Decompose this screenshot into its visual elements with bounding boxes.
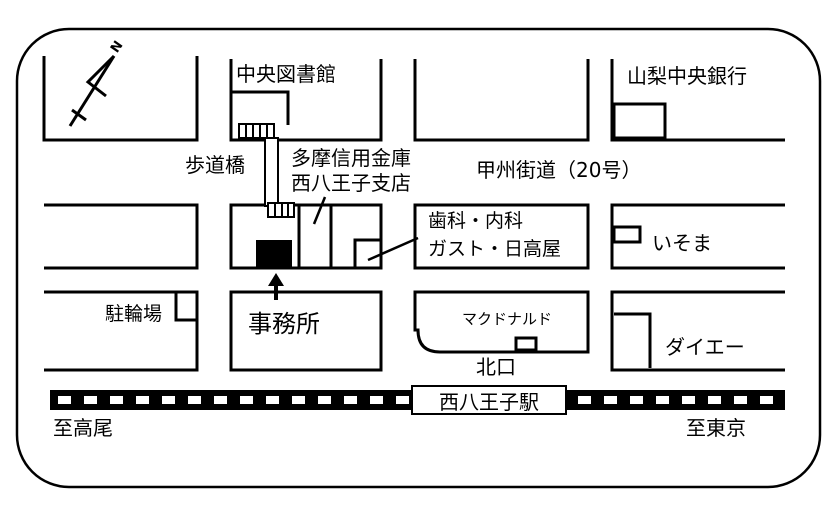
rail-tie [396, 396, 409, 404]
label-daiei: ダイエー [665, 335, 745, 359]
rail-tie [604, 396, 617, 404]
label-yamanashi-bank: 山梨中央銀行 [627, 64, 747, 88]
rail-tie [760, 396, 773, 404]
rail-tie [292, 396, 305, 404]
label-to-takao: 至高尾 [53, 416, 113, 440]
isoma-building [612, 225, 642, 244]
leader-tama-bank [312, 196, 327, 225]
label-clinic-2: ガスト・日高屋 [428, 238, 562, 260]
map-frame [15, 27, 822, 489]
block-top-right [610, 59, 785, 142]
block-top-left [42, 56, 199, 142]
office-marker [256, 240, 292, 268]
label-office: 事務所 [248, 310, 320, 338]
block-office-upper [229, 203, 383, 270]
label-parking: 駐輪場 [105, 303, 163, 325]
label-tama-bank-2: 西八王子支店 [291, 171, 411, 195]
rail-tie [734, 396, 747, 404]
rail-tie [344, 396, 357, 404]
block-library [229, 59, 383, 142]
small-building [353, 238, 381, 268]
rail-tie [58, 396, 71, 404]
label-clinic-1: 歯科・内科 [428, 210, 524, 232]
bank-yamanashi-building [612, 102, 667, 140]
rail-tie [240, 396, 253, 404]
label-mcdonalds: マクドナルド [462, 310, 553, 328]
rail-tie [370, 396, 383, 404]
rail-tie [84, 396, 97, 404]
block-lower-left [44, 290, 199, 372]
rail-tie [188, 396, 201, 404]
label-isoma: いそま [652, 231, 712, 255]
rail-tie [578, 396, 591, 404]
rail-tie [110, 396, 123, 404]
rail-tie [318, 396, 331, 404]
footbridge-stairs-top [238, 123, 275, 139]
block-middle-left [44, 203, 199, 270]
label-station: 西八王子駅 [411, 385, 567, 415]
library-building [231, 90, 290, 125]
rail-tie [214, 396, 227, 404]
block-top-center [413, 59, 590, 142]
office-arrow [268, 273, 284, 300]
label-footbridge: 歩道橋 [185, 153, 245, 177]
north-exit-marker [514, 336, 538, 352]
rail-tie [656, 396, 669, 404]
label-to-tokyo: 至東京 [686, 416, 746, 440]
rail-tie [162, 396, 175, 404]
block-daiei [610, 290, 785, 372]
footbridge-deck [264, 137, 279, 207]
rail-tie [708, 396, 721, 404]
label-tama-bank-1: 多摩信用金庫 [291, 146, 411, 170]
rail-tie [266, 396, 279, 404]
north-arrow-icon [68, 54, 116, 127]
rail-tie [630, 396, 643, 404]
block-isoma [610, 203, 785, 270]
label-koshu-road: 甲州街道（20号） [476, 158, 642, 182]
block-mcdonalds [413, 290, 590, 354]
leader-clinic [367, 236, 419, 262]
label-library: 中央図書館 [236, 62, 336, 86]
label-north-exit: 北口 [476, 355, 516, 379]
block-office-lower [229, 290, 383, 372]
daiei-building [614, 312, 652, 368]
parking-building [174, 292, 197, 322]
rail-tie [136, 396, 149, 404]
block-clinic [413, 203, 590, 270]
rail-tie [682, 396, 695, 404]
